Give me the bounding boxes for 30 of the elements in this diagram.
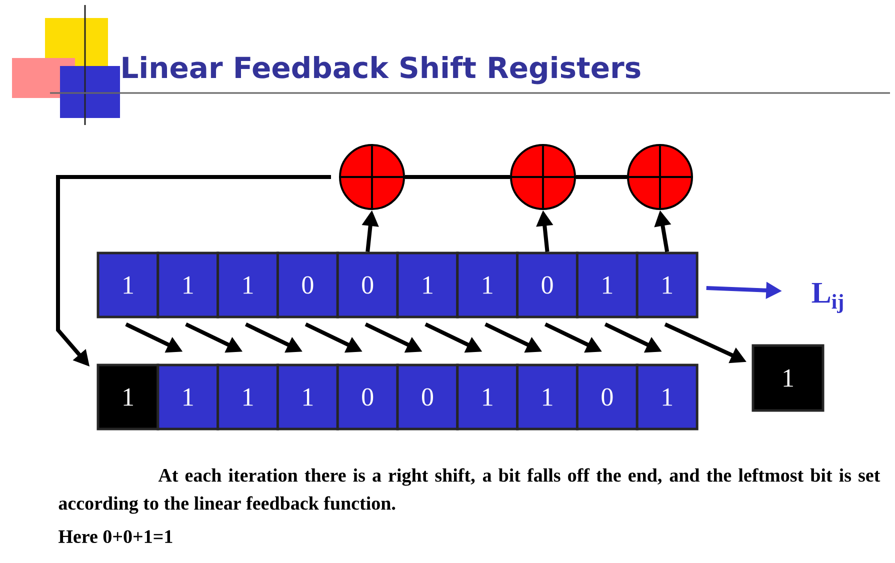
register-cell: 0	[396, 364, 459, 430]
register-cell: 0	[516, 252, 579, 318]
register-cell: 1	[396, 252, 459, 318]
output-bit-box: 1	[752, 344, 824, 412]
xor-symbol	[339, 144, 405, 210]
register-cell: 1	[516, 364, 579, 430]
register-cell: 1	[216, 364, 280, 430]
register-cell: 1	[276, 364, 339, 430]
register-cell: 1	[96, 364, 160, 430]
note: Here 0+0+1=1	[58, 530, 172, 544]
connector-line	[576, 175, 627, 179]
caption: At each iteration there is a right shift, a bit falls off the end, and the leftmost bit is set according to the linear feedback function.	[58, 468, 880, 514]
register-cell: 0	[576, 364, 638, 430]
register-cell: 1	[156, 364, 220, 430]
register-cell: 1	[636, 252, 698, 318]
register-cell: 1	[636, 364, 698, 430]
register-cell: 1	[456, 364, 519, 430]
xor-symbol	[510, 144, 576, 210]
register-cell: 1	[216, 252, 280, 318]
register-cell: 1	[156, 252, 220, 318]
connector-line	[405, 175, 510, 179]
output-symbol: L$_{ij}$	[812, 282, 843, 314]
register-cell: 1	[456, 252, 519, 318]
register-cell: 1	[96, 252, 160, 318]
register-cell: 0	[276, 252, 339, 318]
register-cell: 0	[336, 252, 399, 318]
title: Linear Feedback Shift Registers	[122, 56, 640, 84]
xor-symbol	[627, 144, 693, 210]
register-cell: 1	[576, 252, 638, 318]
register-cell: 0	[336, 364, 399, 430]
